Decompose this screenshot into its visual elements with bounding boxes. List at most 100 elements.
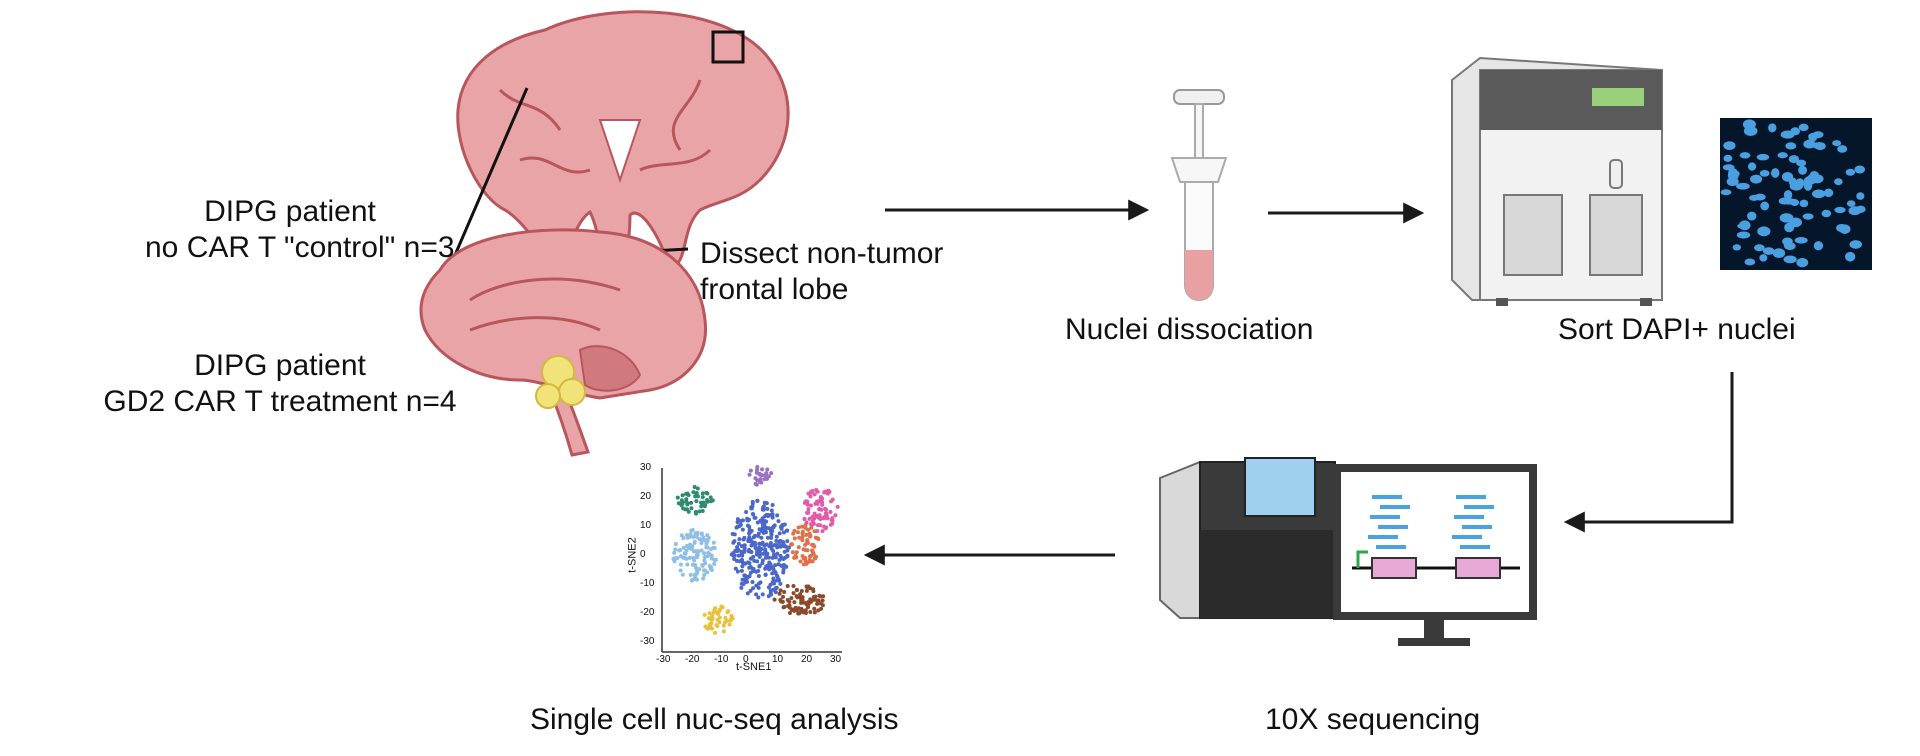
nucleus-dot: [1854, 165, 1866, 174]
tsne-point: [771, 576, 776, 581]
tsne-y-tick: 20: [640, 491, 652, 502]
tsne-point: [754, 592, 759, 597]
tsne-point: [681, 545, 686, 550]
tsne-point: [763, 547, 768, 552]
tsne-point: [815, 598, 820, 603]
tsne-point: [741, 537, 746, 542]
tsne-point: [693, 563, 698, 568]
nucleus-dot: [1732, 244, 1742, 251]
nucleus-dot: [1759, 254, 1768, 262]
tsne-point: [828, 522, 833, 527]
tsne-point: [803, 523, 808, 528]
tsne-point: [817, 499, 822, 504]
nucleus-dot: [1796, 159, 1807, 167]
tsne-point: [790, 550, 795, 555]
tsne-point: [806, 507, 811, 512]
tsne-point: [761, 505, 766, 510]
tsne-point: [756, 569, 761, 574]
tsne-point: [708, 623, 713, 628]
tsne-point: [750, 539, 755, 544]
nucleus-dot: [1756, 153, 1770, 161]
tsne-point: [750, 580, 755, 585]
tsne-point: [759, 529, 764, 534]
tsne-point: [751, 586, 756, 591]
tsne-point: [760, 592, 765, 597]
tsne-point: [800, 524, 805, 529]
tsne-point: [786, 545, 791, 550]
nucleus-dot: [1772, 248, 1786, 258]
tsne-point: [741, 582, 746, 587]
tsne-point: [707, 552, 712, 557]
tsne-point: [765, 506, 770, 511]
tsne-point: [685, 491, 690, 496]
tsne-point: [702, 558, 707, 563]
tsne-point: [816, 536, 821, 541]
tsne-point: [762, 500, 767, 505]
arrow-to-sequencing: [1563, 372, 1734, 533]
tsne-point: [732, 532, 737, 537]
tsne-point: [736, 553, 741, 558]
tsne-point: [781, 542, 786, 547]
tsne-point: [793, 553, 798, 558]
nucleus-dot: [1798, 165, 1808, 175]
tsne-point: [800, 538, 805, 543]
tsne-point: [712, 561, 717, 566]
tsne-point: [772, 523, 777, 528]
tsne-point: [757, 541, 762, 546]
tsne-point: [721, 629, 726, 634]
tsne-y-tick: 0: [640, 549, 646, 560]
tsne-point: [747, 565, 752, 570]
tsne-point: [777, 578, 782, 583]
tsne-point: [768, 540, 773, 545]
tsne-point: [745, 579, 750, 584]
tsne-point: [812, 610, 817, 615]
nucleus-dot: [1757, 226, 1771, 237]
tsne-point: [810, 518, 815, 523]
nucleus-dot: [1803, 180, 1813, 191]
tsne-point: [708, 495, 713, 500]
tsne-point: [820, 603, 825, 608]
nucleus-dot: [1780, 130, 1795, 139]
tsne-point: [769, 535, 774, 540]
tsne-point: [789, 596, 794, 601]
tsne-point: [716, 611, 721, 616]
tsne-point: [693, 531, 698, 536]
tsne-point: [737, 559, 742, 564]
tsne-point: [765, 551, 770, 556]
nucleus-dot: [1777, 152, 1788, 159]
tsne-point: [821, 594, 826, 599]
tsne-point: [808, 609, 813, 614]
tsne-point: [769, 471, 774, 476]
tsne-point: [804, 561, 809, 566]
nucleus-dot: [1794, 237, 1808, 244]
tsne-point: [768, 529, 773, 534]
dissection-region-box: [711, 30, 745, 64]
tsne-point: [803, 556, 808, 561]
tsne-point: [769, 508, 774, 513]
tsne-point: [805, 603, 810, 608]
tsne-point: [815, 601, 820, 606]
nucleus-dot: [1723, 141, 1736, 151]
tsne-point: [673, 556, 678, 561]
tsne-point: [703, 568, 708, 573]
tsne-point: [672, 550, 677, 555]
tsne-point: [699, 541, 704, 546]
tsne-point: [780, 599, 785, 604]
nucleus-dot: [1728, 168, 1739, 179]
nucleus-dot: [1744, 258, 1756, 266]
tsne-point: [816, 515, 821, 520]
sagittal-brain-icon: [419, 228, 708, 457]
tsne-point: [733, 566, 738, 571]
tsne-point: [704, 541, 709, 546]
nucleus-dot: [1803, 139, 1816, 149]
nucleus-dot: [1811, 189, 1826, 199]
sequencing-read: [1452, 535, 1482, 539]
tsne-point: [689, 500, 694, 505]
tsne-point: [688, 572, 693, 577]
tsne-point: [785, 584, 790, 589]
sequencing-read: [1460, 545, 1490, 549]
tsne-point: [684, 507, 689, 512]
sequencing-read: [1462, 525, 1492, 529]
tsne-point: [740, 564, 745, 569]
tsne-point: [778, 588, 783, 593]
